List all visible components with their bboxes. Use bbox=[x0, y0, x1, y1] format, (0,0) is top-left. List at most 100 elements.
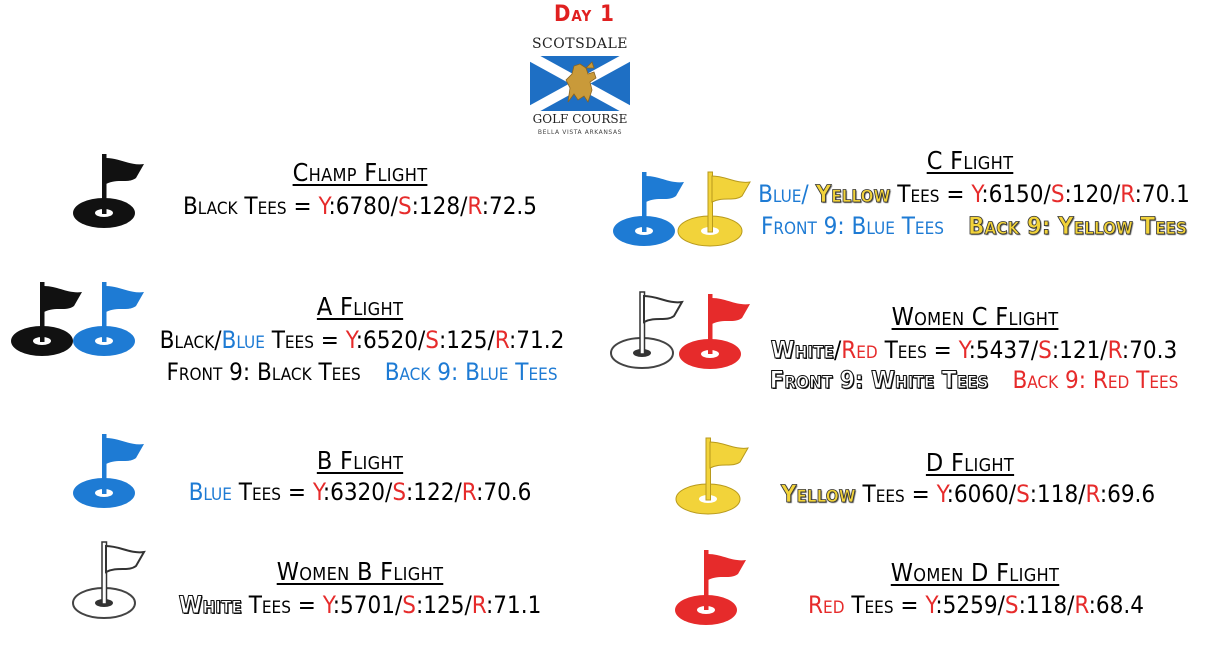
slope-label: S bbox=[1038, 336, 1052, 364]
yardage-label: Y bbox=[925, 591, 936, 619]
yardage-value: :5259/ bbox=[935, 591, 1005, 619]
yardage-label: Y bbox=[312, 478, 323, 506]
women-d-flight-title: Women D Flight bbox=[890, 558, 1060, 587]
a-tees-label: Tees = bbox=[264, 326, 346, 354]
yardage-value: :6520/ bbox=[355, 326, 426, 354]
slope-label: S bbox=[425, 326, 439, 354]
women-c-tees-white: White bbox=[770, 336, 834, 365]
rating-label: R bbox=[1120, 180, 1135, 208]
slope-label: S bbox=[397, 192, 412, 220]
rating-value: :70.6 bbox=[476, 478, 532, 506]
yellow-flag-icon bbox=[677, 171, 751, 247]
logo-top-text: SCOTSDALE bbox=[531, 36, 629, 52]
women-d-flight-tees-line: Red Tees = Y:5259/S:118/R:68.4 bbox=[786, 591, 1166, 619]
a-back-nine: Back 9: Blue Tees bbox=[384, 358, 558, 386]
rating-label: R bbox=[467, 192, 482, 220]
blue-flag-icon bbox=[73, 282, 144, 356]
yardage-value: :6780/ bbox=[328, 192, 398, 220]
blue-flag-icon bbox=[73, 434, 144, 508]
white-flag-icon bbox=[72, 541, 146, 619]
women-d-tees-label: Tees = bbox=[844, 591, 926, 619]
rating-value: :68.4 bbox=[1088, 591, 1144, 619]
day-label: Day 1 bbox=[554, 2, 615, 27]
rating-value: :71.2 bbox=[509, 326, 565, 354]
women-c-flight-title: Women C Flight bbox=[891, 302, 1059, 331]
slope-value: :120/ bbox=[1064, 180, 1121, 208]
slope-label: S bbox=[392, 478, 407, 506]
b-tees-label: Tees = bbox=[231, 478, 313, 506]
slope-value: :122/ bbox=[406, 478, 462, 506]
c-tees-blue: Blue/ bbox=[758, 180, 816, 208]
logo-subtitle-text: BELLA VISTA ARKANSAS bbox=[537, 129, 623, 136]
c-flight-split-line: Front 9: Blue Tees Back 9: Yellow Tees bbox=[756, 212, 1192, 241]
c-back-nine: Back 9: Yellow Tees bbox=[967, 212, 1188, 241]
slope-label: S bbox=[1016, 480, 1030, 508]
rating-value: :72.5 bbox=[481, 192, 538, 220]
champ-tees-label: Black Tees = bbox=[182, 192, 319, 220]
b-tees-blue: Blue bbox=[188, 478, 232, 506]
d-tees-label: Tees = bbox=[855, 480, 937, 508]
c-tees-yellow: Yellow bbox=[815, 180, 891, 209]
yardage-label: Y bbox=[345, 326, 356, 354]
slope-value: :125/ bbox=[438, 326, 495, 354]
slope-value: :128/ bbox=[411, 192, 468, 220]
c-flight-title: C Flight bbox=[926, 146, 1014, 175]
a-tees-black: Black/ bbox=[159, 326, 222, 354]
yardage-label: Y bbox=[318, 192, 329, 220]
a-flight-split-line: Front 9: Black Tees Back 9: Blue Tees bbox=[150, 358, 574, 386]
champ-flight-title: Champ Flight bbox=[292, 158, 428, 187]
slope-value: :118/ bbox=[1018, 591, 1075, 619]
rating-label: R bbox=[1085, 480, 1100, 508]
women-d-tees-red: Red bbox=[808, 591, 845, 619]
women-b-flight-tees-line: White Tees = Y:5701/S:125/R:71.1 bbox=[170, 591, 550, 620]
b-flight-title: B Flight bbox=[316, 446, 404, 475]
rating-label: R bbox=[1074, 591, 1089, 619]
rating-value: :69.6 bbox=[1099, 480, 1156, 508]
slope-value: :125/ bbox=[415, 591, 472, 619]
slope-value: :118/ bbox=[1029, 480, 1086, 508]
rating-label: R bbox=[471, 591, 486, 619]
a-front-nine: Front 9: Black Tees bbox=[166, 358, 361, 386]
yardage-value: :6320/ bbox=[322, 478, 393, 506]
a-flight-tees-line: Black/Blue Tees = Y:6520/S:125/R:71.2 bbox=[150, 326, 574, 354]
yardage-label: Y bbox=[971, 180, 982, 208]
slope-label: S bbox=[1004, 591, 1019, 619]
c-front-nine: Front 9: Blue Tees bbox=[760, 212, 944, 240]
yardage-label: Y bbox=[322, 591, 333, 619]
yardage-label: Y bbox=[936, 480, 947, 508]
yardage-value: :6060/ bbox=[946, 480, 1017, 508]
d-tees-yellow: Yellow bbox=[780, 480, 856, 509]
rating-value: :70.3 bbox=[1121, 336, 1178, 364]
b-flight-tees-line: Blue Tees = Y:6320/S:122/R:70.6 bbox=[170, 478, 550, 506]
a-flight-title: A Flight bbox=[316, 292, 404, 321]
c-tees-label: Tees = bbox=[890, 180, 972, 208]
slope-value: :121/ bbox=[1051, 336, 1108, 364]
yellow-flag-icon bbox=[675, 437, 749, 515]
c-flight-tees-line: Blue/ Yellow Tees = Y:6150/S:120/R:70.1 bbox=[756, 180, 1192, 209]
women-c-tees-label: Tees = bbox=[877, 336, 959, 364]
d-flight-tees-line: Yellow Tees = Y:6060/S:118/R:69.6 bbox=[776, 480, 1160, 509]
women-c-tees-red: Red bbox=[841, 336, 878, 364]
black-flag-icon bbox=[11, 282, 82, 356]
saltire-flag-icon bbox=[530, 56, 630, 111]
women-b-tees-label: Tees = bbox=[241, 591, 323, 619]
women-c-flight-tees-line: White/Red Tees = Y:5437/S:121/R:70.3 bbox=[766, 336, 1182, 365]
red-flag-icon bbox=[675, 550, 746, 625]
rating-value: :70.1 bbox=[1134, 180, 1190, 208]
rating-label: R bbox=[1107, 336, 1122, 364]
women-c-back-nine: Back 9: Red Tees bbox=[1012, 366, 1179, 394]
rating-label: R bbox=[461, 478, 477, 506]
a-tees-blue: Blue bbox=[221, 326, 265, 354]
champ-flight-tees-line: Black Tees = Y:6780/S:128/R:72.5 bbox=[160, 192, 560, 220]
rating-value: :71.1 bbox=[486, 591, 542, 619]
rating-label: R bbox=[494, 326, 509, 354]
d-flight-title: D Flight bbox=[925, 448, 1015, 477]
yardage-label: Y bbox=[958, 336, 969, 364]
women-b-flight-title: Women B Flight bbox=[276, 557, 444, 586]
women-b-tees-white: White bbox=[178, 591, 242, 620]
blue-flag-icon bbox=[613, 172, 684, 246]
scotsdale-logo: SCOTSDALE GOLF COURSE BELLA VISTA ARKANS… bbox=[520, 36, 640, 144]
logo-bottom-text: GOLF COURSE bbox=[532, 112, 628, 126]
yardage-value: :5437/ bbox=[968, 336, 1039, 364]
